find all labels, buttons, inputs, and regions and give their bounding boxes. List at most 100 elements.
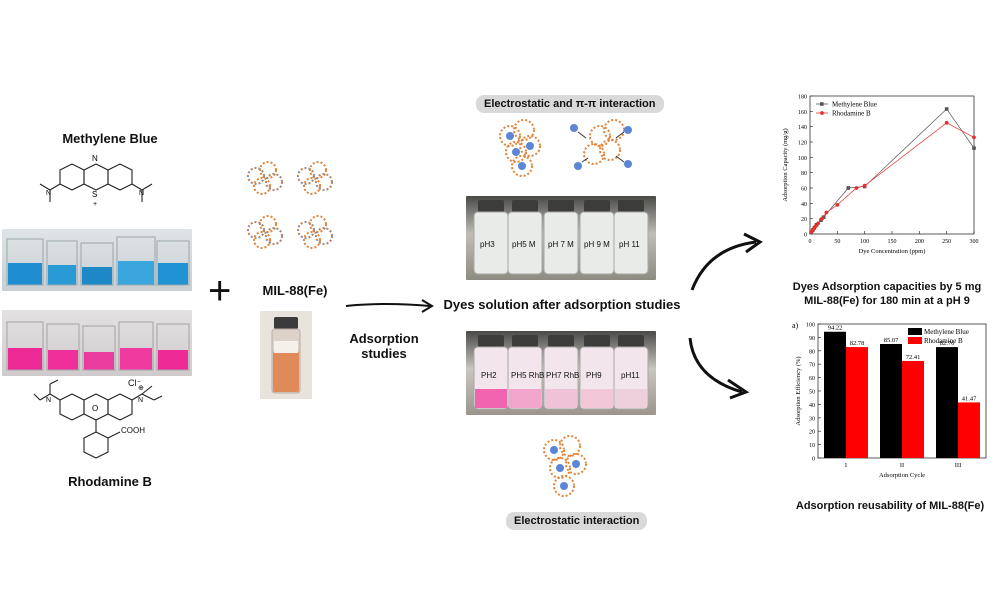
bar: [824, 331, 846, 458]
data-point: [821, 215, 826, 219]
mb-vial-label-2: pH5 M: [512, 240, 536, 249]
legend-label: Methylene Blue: [832, 101, 877, 109]
bar-value-label: 82.76: [940, 340, 955, 347]
y-tick-label: 180: [798, 95, 807, 101]
rhb-vial-label-3: PH7 RhB: [546, 371, 580, 380]
svg-text:⊕: ⊕: [138, 385, 144, 392]
mb-vial-label-3: pH 7 M: [548, 240, 574, 249]
x-tick-label: 200: [915, 239, 924, 245]
panel-label: a): [792, 321, 799, 330]
y-tick-label: 40: [809, 403, 815, 409]
x-tick-label: I: [845, 462, 847, 469]
y-tick-label: 10: [809, 443, 815, 449]
mof-framework-graphic: [247, 161, 333, 249]
bar: [902, 360, 924, 458]
svg-text:N: N: [139, 190, 144, 197]
y-tick-label: 0: [804, 233, 807, 239]
data-point: [972, 146, 976, 150]
mb-after-adsorption-photo: pH3 pH5 M pH 7 M pH 9 M pH 11: [466, 196, 656, 280]
legend-label: Rhodamine B: [832, 110, 871, 118]
data-point: [846, 186, 851, 190]
legend-swatch: [908, 337, 922, 344]
y-tick-label: 50: [809, 390, 815, 396]
bar-value-label: 85.07: [884, 337, 899, 344]
y-tick-label: 60: [801, 187, 807, 193]
rhodamine-counterion: Cl⁻: [128, 378, 142, 388]
data-point: [944, 107, 949, 111]
bar-value-label: 94.22: [828, 325, 843, 332]
x-tick-label: III: [955, 462, 962, 469]
y-tick-label: 120: [798, 141, 807, 147]
top-interaction-pill: Electrostatic and π-π interaction: [476, 95, 664, 113]
data-point: [824, 210, 829, 215]
svg-text:N: N: [46, 397, 51, 404]
legend-swatch: [908, 328, 922, 335]
legend-marker: [820, 111, 824, 115]
curved-arrow-down: [688, 337, 750, 400]
bar-value-label: 41.47: [962, 395, 977, 402]
process-arrow: [345, 299, 434, 313]
data-point: [820, 216, 824, 221]
x-tick-label: II: [900, 462, 904, 469]
data-point: [944, 120, 949, 125]
top-chart-caption: Dyes Adsorption capacities by 5 mg MIL-8…: [792, 281, 982, 307]
rhodamine-b-structure: O N N ⊕: [33, 379, 163, 459]
data-point: [862, 183, 867, 188]
data-point: [816, 221, 821, 226]
curved-arrow-up: [690, 232, 763, 291]
rhodamine-acid-group: COOH: [121, 426, 145, 435]
y-tick-label: 30: [809, 416, 815, 422]
y-tick-label: 60: [809, 376, 815, 382]
electrostatic-pi-pi-graphic: [499, 119, 632, 177]
y-axis-label: Adsorption Capacity (mg/g): [782, 128, 789, 201]
legend-label: Methylene Blue: [924, 328, 969, 336]
y-tick-label: 40: [801, 202, 807, 208]
data-point: [835, 202, 840, 207]
y-tick-label: 70: [809, 363, 815, 369]
y-tick-label: 90: [809, 336, 815, 342]
bar: [846, 347, 868, 458]
x-tick-label: 0: [809, 239, 812, 245]
y-tick-label: 140: [798, 125, 807, 131]
x-tick-label: 50: [834, 239, 840, 245]
series-line: [811, 122, 975, 232]
y-tick-label: 100: [798, 156, 807, 162]
rhodamine-b-title: Rhodamine B: [68, 474, 152, 489]
center-main-label: Dyes solution after adsorption studies: [443, 297, 681, 312]
x-axis-label: Dye Concentration (ppm): [859, 248, 926, 255]
y-tick-label: 80: [801, 171, 807, 177]
mb-vial-label-4: pH 9 M: [584, 240, 610, 249]
y-tick-label: 20: [801, 217, 807, 223]
x-tick-label: 150: [888, 239, 897, 245]
bar: [958, 402, 980, 458]
bar: [880, 344, 902, 458]
data-point: [813, 224, 818, 229]
rhb-vial-label-2: PH5 RhB: [511, 371, 545, 380]
electrostatic-graphic: [543, 435, 587, 497]
svg-text:N: N: [92, 154, 98, 163]
bottom-interaction-pill: Electrostatic interaction: [506, 512, 648, 530]
rhb-vial-label-1: PH2: [481, 371, 497, 380]
svg-text:O: O: [92, 404, 98, 413]
mof-powder-vial-photo: [260, 311, 312, 399]
rhb-after-adsorption-photo: PH2 PH5 RhB PH7 RhB PH9 pH11: [466, 331, 656, 415]
svg-text:S: S: [92, 190, 97, 199]
process-label: Adsorption studies: [349, 331, 419, 361]
methylene-blue-beakers-photo: [2, 229, 192, 291]
adsorption-reusability-chart: a)0102030405060708090100I94.2282.78II85.…: [792, 321, 987, 479]
bar-value-label: 82.78: [850, 340, 865, 347]
methylene-blue-title: Methylene Blue: [62, 131, 158, 146]
data-point: [972, 135, 976, 140]
series-line: [810, 108, 975, 233]
x-tick-label: 250: [942, 239, 951, 245]
plus-icon: +: [208, 269, 232, 313]
rhb-vial-label-4: PH9: [586, 371, 602, 380]
x-tick-label: 300: [970, 239, 979, 245]
svg-text:N: N: [138, 397, 143, 404]
methylene-blue-structure: N S + N N: [39, 154, 153, 208]
legend-marker: [820, 102, 824, 106]
bar: [936, 347, 958, 458]
y-tick-label: 160: [798, 110, 807, 116]
mb-vial-label-5: pH 11: [619, 240, 640, 249]
